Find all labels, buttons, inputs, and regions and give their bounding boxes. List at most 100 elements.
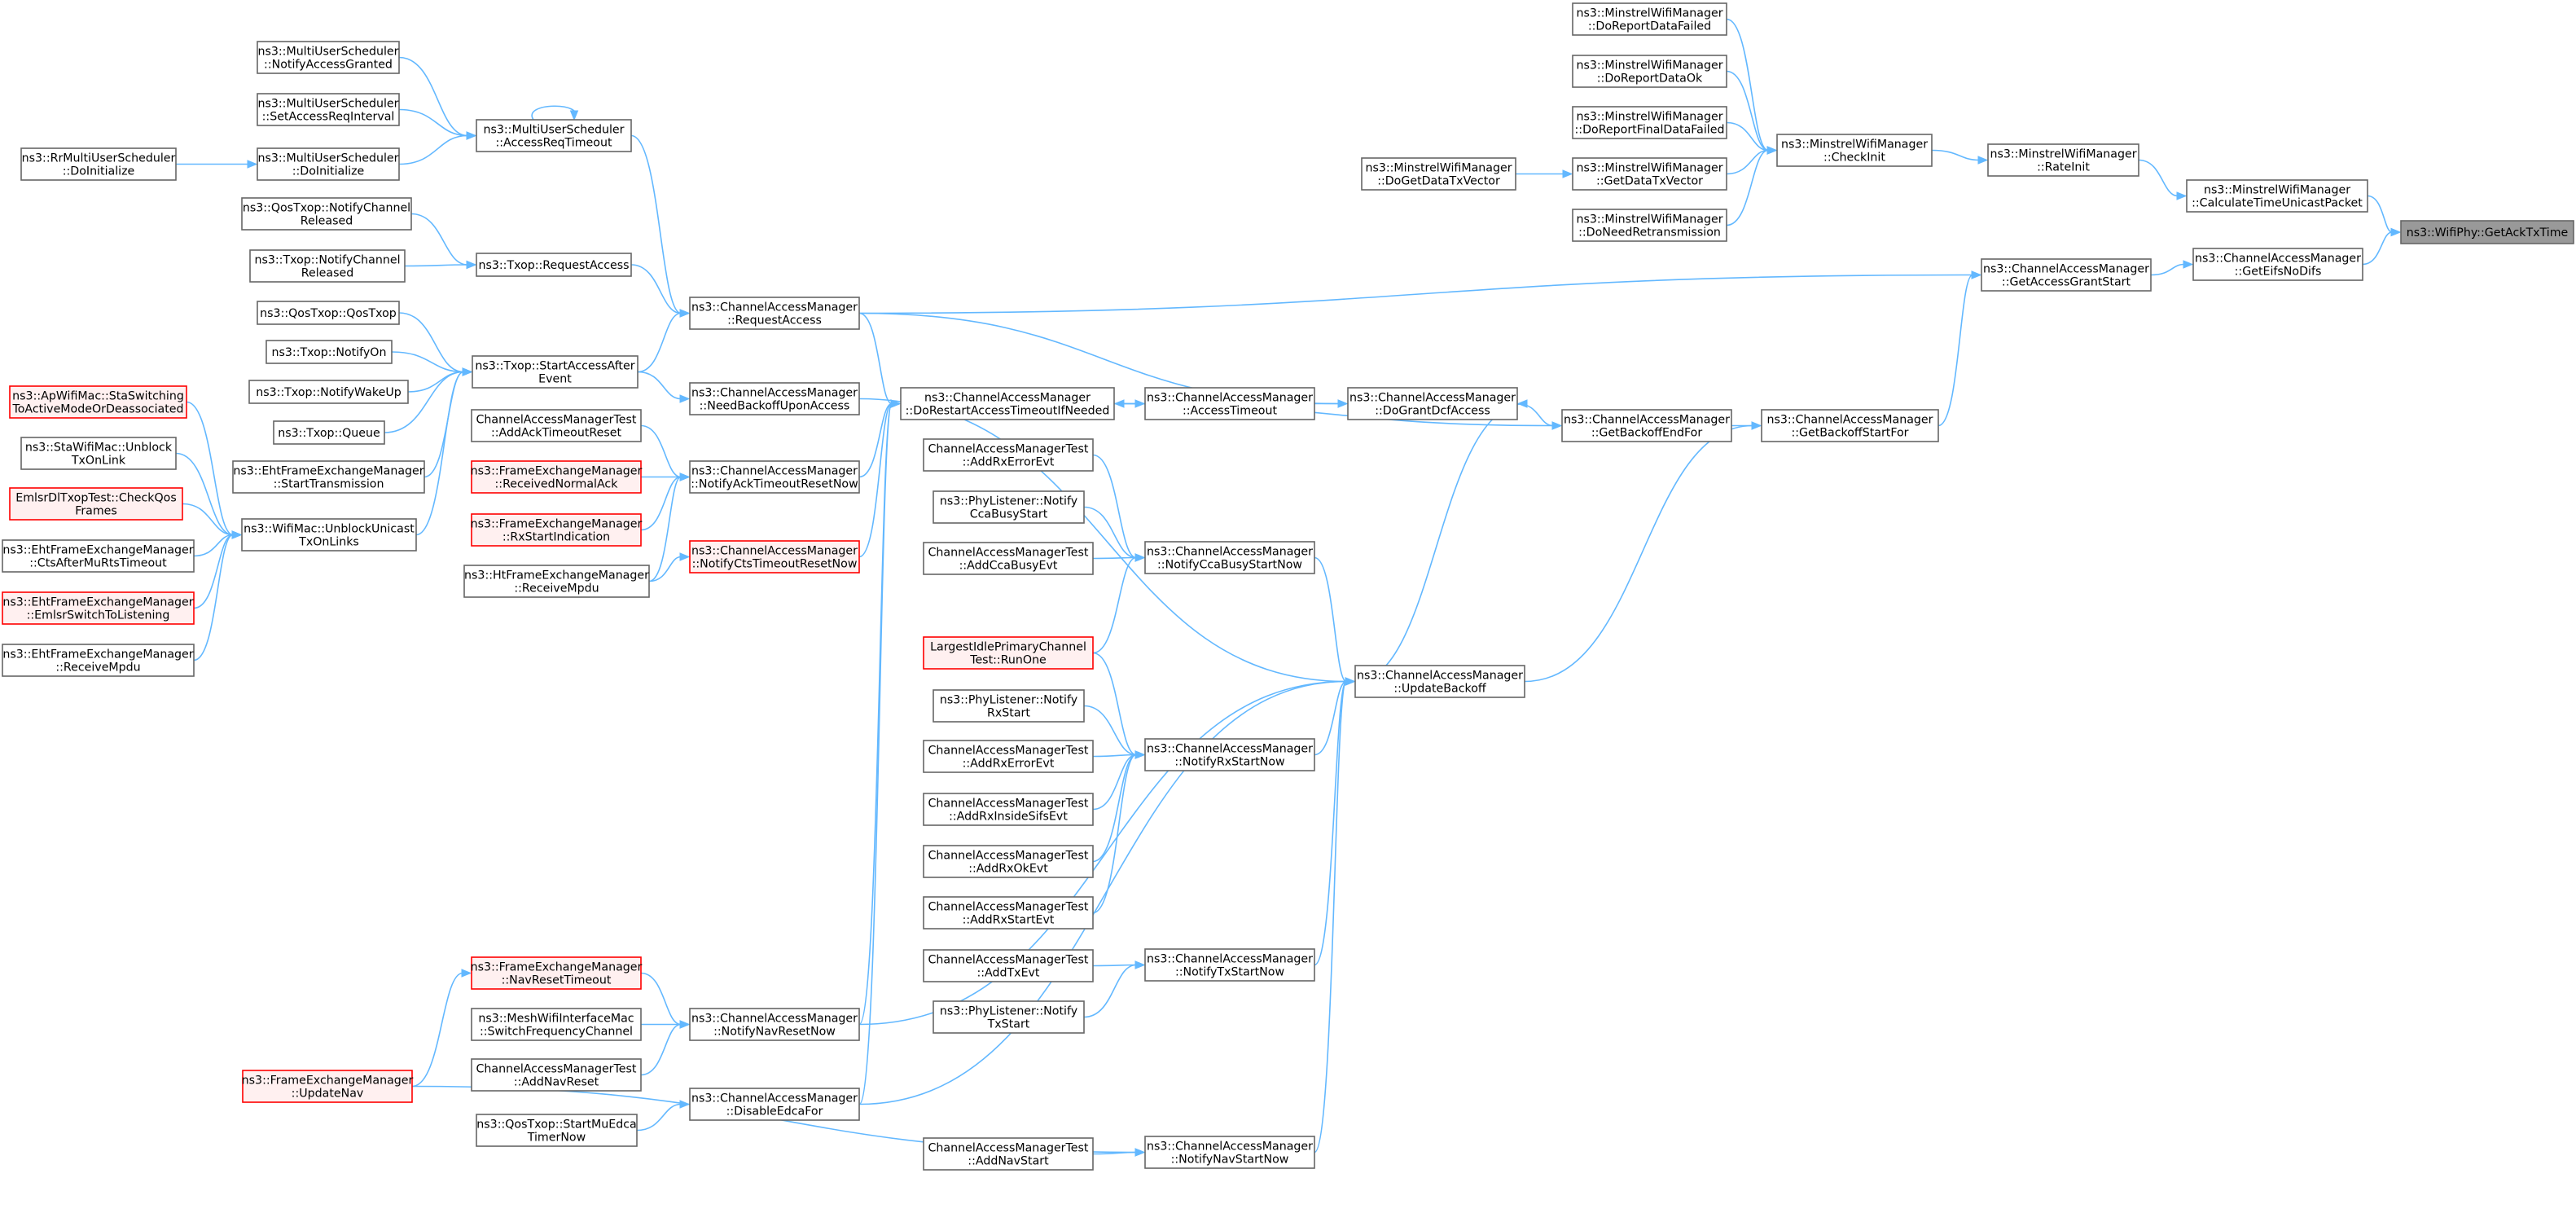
- node-label: ns3::ChannelAccessManager: [1767, 414, 1933, 427]
- node-acct[interactable]: ns3::ChannelAccessManager::AccessTimeout: [1144, 387, 1315, 420]
- edge-line: [411, 972, 463, 1088]
- node-updb[interactable]: ns3::ChannelAccessManager::UpdateBackoff: [1354, 665, 1525, 698]
- node-label: ::GetAccessGrantStart: [2002, 276, 2131, 289]
- node-label: ::DoGetDataTxVector: [1377, 175, 1500, 188]
- node-nccbs[interactable]: ns3::ChannelAccessManager::NotifyCcaBusy…: [1144, 541, 1315, 574]
- node-musart[interactable]: ns3::MultiUserScheduler::AccessReqTimeou…: [476, 119, 632, 152]
- node-tnwu[interactable]: ns3::Txop::NotifyWakeUp: [248, 380, 409, 404]
- arrowhead: [2183, 260, 2194, 269]
- node-ntxs[interactable]: ns3::ChannelAccessManager::NotifyTxStart…: [1144, 948, 1315, 982]
- node-label: ns3::QosTxop::NotifyChannel: [243, 202, 410, 215]
- node-label: ::AddRxStartEvt: [963, 914, 1055, 927]
- node-plncca[interactable]: ns3::PhyListener::NotifyCcaBusyStart: [933, 490, 1085, 524]
- node-plnrx[interactable]: ns3::PhyListener::NotifyRxStart: [933, 689, 1085, 723]
- node-camtaatr[interactable]: ChannelAccessManagerTest::AddAckTimeoutR…: [471, 409, 642, 442]
- node-label: ns3::MultiUserScheduler: [483, 124, 624, 137]
- node-mussari[interactable]: ns3::MultiUserScheduler::SetAccessReqInt…: [257, 93, 400, 126]
- node-label: ns3::ChannelAccessManager: [1147, 743, 1313, 756]
- node-tarxis[interactable]: ChannelAccessManagerTest::AddRxInsideSif…: [923, 793, 1094, 826]
- node-nnavr[interactable]: ns3::ChannelAccessManager::NotifyNavRese…: [689, 1008, 860, 1041]
- node-label: ns3::MinstrelWifiManager: [1365, 162, 1512, 175]
- node-checkinit[interactable]: ns3::MinstrelWifiManager::CheckInit: [1776, 134, 1933, 167]
- node-erm[interactable]: ns3::EhtFrameExchangeManager::ReceiveMpd…: [2, 644, 195, 677]
- node-txreq[interactable]: ns3::Txop::RequestAccess: [476, 253, 632, 277]
- node-natr[interactable]: ns3::ChannelAccessManager::NotifyAckTime…: [689, 460, 860, 494]
- node-fernack[interactable]: ns3::FrameExchangeManager::ReceivedNorma…: [471, 460, 643, 494]
- node-efst[interactable]: ns3::EhtFrameExchangeManager::StartTrans…: [232, 460, 425, 494]
- node-rateinit[interactable]: ns3::MinstrelWifiManager::RateInit: [1987, 143, 2139, 177]
- node-reqacc[interactable]: ns3::ChannelAccessManager::RequestAccess: [689, 297, 860, 330]
- node-label: ChannelAccessManagerTest: [928, 798, 1089, 811]
- node-dedca[interactable]: ns3::ChannelAccessManager::DisableEdcaFo…: [689, 1088, 860, 1121]
- node-tacca[interactable]: ChannelAccessManagerTest::AddCcaBusyEvt: [923, 542, 1094, 575]
- node-label: ::NotifyTxStartNow: [1175, 966, 1284, 979]
- node-rrdoi[interactable]: ns3::RrMultiUserScheduler::DoInitialize: [20, 147, 177, 181]
- node-label: ::GetBackoffStartFor: [1791, 427, 1908, 440]
- node-label: ns3::Txop::Queue: [278, 427, 380, 440]
- node-meshsfc[interactable]: ns3::MeshWifiInterfaceMac::SwitchFrequen…: [471, 1008, 642, 1041]
- node-ferxsi[interactable]: ns3::FrameExchangeManager::RxStartIndica…: [471, 513, 643, 547]
- node-label: ::GetBackoffEndFor: [1591, 427, 1703, 440]
- node-gags[interactable]: ns3::ChannelAccessManager::GetAccessGran…: [1981, 258, 2152, 292]
- edge-line: [1931, 149, 1980, 161]
- node-dgdtv[interactable]: ns3::MinstrelWifiManager::DoGetDataTxVec…: [1361, 157, 1516, 191]
- node-drdo[interactable]: ns3::MinstrelWifiManager::DoReportDataOk: [1572, 55, 1727, 88]
- node-eemlsr[interactable]: ns3::EhtFrameExchangeManager::EmlsrSwitc…: [2, 591, 195, 625]
- node-gbsf[interactable]: ns3::ChannelAccessManager::GetBackoffSta…: [1761, 409, 1939, 442]
- node-box: [1572, 157, 1727, 191]
- node-box: [689, 1008, 860, 1041]
- edge-line: [1937, 274, 1973, 427]
- node-box: [471, 1058, 642, 1092]
- node-label: ns3::ChannelAccessManager: [1147, 1140, 1313, 1154]
- node-nctr[interactable]: ns3::ChannelAccessManager::NotifyCtsTime…: [689, 540, 860, 574]
- node-dnr[interactable]: ns3::MinstrelWifiManager::DoNeedRetransm…: [1572, 209, 1727, 242]
- node-dgdcf[interactable]: ns3::ChannelAccessManager::DoGrantDcfAcc…: [1347, 387, 1518, 420]
- node-box: [471, 460, 642, 494]
- node-gdtv[interactable]: ns3::MinstrelWifiManager::GetDataTxVecto…: [1572, 157, 1727, 191]
- node-nrxs[interactable]: ns3::ChannelAccessManager::NotifyRxStart…: [1144, 738, 1315, 771]
- node-drati[interactable]: ns3::ChannelAccessManager::DoRestartAcce…: [900, 387, 1115, 420]
- node-label: TimerNow: [527, 1132, 586, 1145]
- node-gbef[interactable]: ns3::ChannelAccessManager::GetBackoffEnd…: [1561, 409, 1732, 442]
- node-feun[interactable]: ns3::FrameExchangeManager::UpdateNav: [242, 1070, 414, 1103]
- node-eifs[interactable]: ns3::ChannelAccessManager::GetEifsNoDifs: [2192, 248, 2363, 281]
- node-tarxok[interactable]: ChannelAccessManagerTest::AddRxOkEvt: [923, 845, 1094, 878]
- node-drfdf[interactable]: ns3::MinstrelWifiManager::DoReportFinalD…: [1572, 106, 1727, 139]
- node-label: TxOnLinks: [298, 536, 359, 549]
- node-htrm[interactable]: ns3::HtFrameExchangeManager::ReceiveMpdu: [463, 565, 650, 598]
- node-calc[interactable]: ns3::MinstrelWifiManager::CalculateTimeU…: [2186, 179, 2368, 213]
- node-tnon[interactable]: ns3::Txop::NotifyOn: [265, 340, 393, 364]
- node-label: ::AddCcaBusyEvt: [959, 560, 1058, 573]
- node-label: ::RequestAccess: [727, 314, 822, 327]
- node-tarxe2[interactable]: ChannelAccessManagerTest::AddRxErrorEvt: [923, 740, 1094, 773]
- node-label: ::GetEifsNoDifs: [2235, 266, 2322, 279]
- node-musnag[interactable]: ns3::MultiUserScheduler::NotifyAccessGra…: [257, 41, 400, 74]
- node-tatx[interactable]: ChannelAccessManagerTest::AddTxEvt: [923, 949, 1094, 982]
- node-tanr[interactable]: ChannelAccessManagerTest::AddNavReset: [471, 1058, 642, 1092]
- node-musdoi[interactable]: ns3::MultiUserScheduler::DoInitialize: [257, 147, 400, 181]
- node-qtq[interactable]: ns3::QosTxop::QosTxop: [257, 301, 400, 325]
- node-tans[interactable]: ChannelAccessManagerTest::AddNavStart: [923, 1137, 1094, 1171]
- node-plntx[interactable]: ns3::PhyListener::NotifyTxStart: [933, 1000, 1085, 1034]
- node-nnavs[interactable]: ns3::ChannelAccessManager::NotifyNavStar…: [1144, 1136, 1315, 1169]
- node-ectsmu[interactable]: ns3::EhtFrameExchangeManager::CtsAfterMu…: [2, 539, 195, 573]
- node-tarxe1[interactable]: ChannelAccessManagerTest::AddRxErrorEvt: [923, 438, 1094, 472]
- node-tq[interactable]: ns3::Txop::Queue: [273, 420, 385, 445]
- node-nbua[interactable]: ns3::ChannelAccessManager::NeedBackoffUp…: [689, 382, 860, 415]
- node-root[interactable]: ns3::WifiPhy::GetAckTxTime: [2400, 220, 2574, 244]
- node-fenrt[interactable]: ns3::FrameExchangeManager::NavResetTimeo…: [471, 956, 643, 990]
- node-tarxst[interactable]: ChannelAccessManagerTest::AddRxStartEvt: [923, 896, 1094, 930]
- node-apsta[interactable]: ns3::ApWifiMac::StaSwitchingToActiveMode…: [9, 385, 187, 419]
- node-label: ns3::ChannelAccessManager: [691, 545, 858, 558]
- node-label: ns3::MinstrelWifiManager: [1576, 111, 1722, 124]
- edge-line: [404, 264, 468, 267]
- node-drdf[interactable]: ns3::MinstrelWifiManager::DoReportDataFa…: [1572, 2, 1727, 36]
